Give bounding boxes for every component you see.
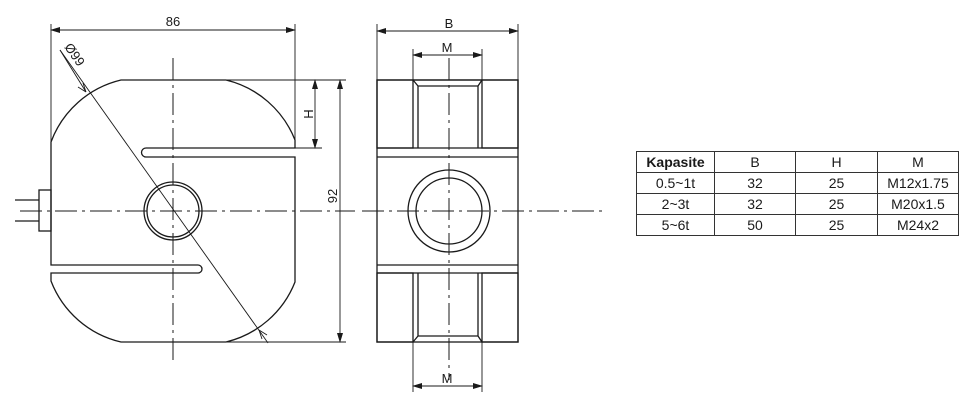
- lower-hatched-right: [481, 272, 519, 343]
- side-view: B M M: [362, 16, 603, 392]
- upper-hatched-left: [376, 79, 414, 149]
- height-dimension-label: 92: [325, 189, 340, 203]
- cell-m: M20x1.5: [877, 193, 959, 215]
- diameter-dimension-line: [59, 49, 269, 344]
- thread-upper: [412, 79, 483, 148]
- table-row: 5~6t 50 25 M24x2: [636, 214, 959, 236]
- cell-capacity: 2~3t: [636, 193, 715, 215]
- cable: [15, 199, 39, 222]
- upper-hatched-right: [481, 79, 519, 149]
- front-view: 86 Ø99 H 92: [15, 14, 355, 365]
- table-row: 0.5~1t 32 25 M12x1.75: [636, 172, 959, 194]
- lower-hatched-left: [376, 272, 414, 343]
- cell-h: 25: [795, 193, 878, 215]
- table-header-row: Kapasite B H M: [636, 151, 959, 173]
- header-m: M: [877, 151, 959, 173]
- cell-h: 25: [795, 172, 878, 194]
- cell-h: 25: [795, 214, 878, 236]
- b-dimension-label: B: [445, 16, 454, 31]
- header-h: H: [795, 151, 878, 173]
- header-kapasite: Kapasite: [636, 151, 715, 173]
- slot-bands: [377, 147, 518, 274]
- cell-b: 32: [714, 172, 796, 194]
- header-b: B: [714, 151, 796, 173]
- m-top-dimension-label: M: [442, 40, 453, 55]
- width-dimension-label: 86: [166, 14, 180, 29]
- cell-b: 50: [714, 214, 796, 236]
- cell-capacity: 0.5~1t: [636, 172, 715, 194]
- cell-m: M12x1.75: [877, 172, 959, 194]
- cell-capacity: 5~6t: [636, 214, 715, 236]
- capacity-table: Kapasite B H M 0.5~1t 32 25 M12x1.75 2~3…: [636, 151, 959, 236]
- m-bottom-dimension-label: M: [442, 371, 453, 386]
- table-row: 2~3t 32 25 M20x1.5: [636, 193, 959, 215]
- cell-b: 32: [714, 193, 796, 215]
- thread-lower: [412, 273, 483, 343]
- diameter-dimension-label: Ø99: [62, 40, 88, 69]
- h-dimension-label: H: [301, 109, 316, 118]
- cell-m: M24x2: [877, 214, 959, 236]
